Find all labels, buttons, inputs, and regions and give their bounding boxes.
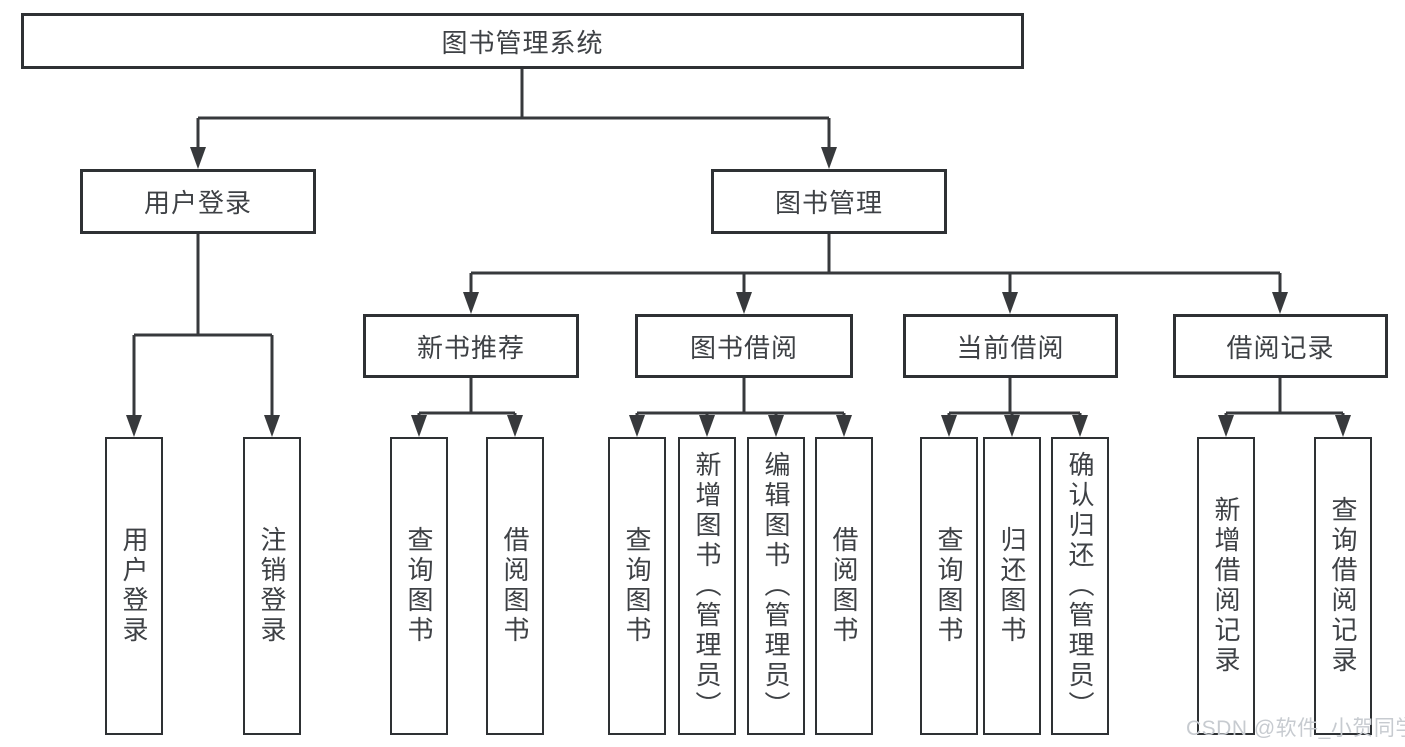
- node-label: 图书管理系统: [441, 27, 604, 58]
- node-new-book-recommendation: 新书推荐: [363, 314, 579, 378]
- leaf-confirm-return-admin: 确认归还（管理员）: [1051, 437, 1109, 735]
- leaf-query-books-recommend: 查询图书: [390, 437, 448, 735]
- node-label: 新增借阅记录: [1211, 496, 1241, 676]
- node-book-borrowing: 图书借阅: [635, 314, 853, 378]
- node-label: 归还图书: [997, 526, 1027, 646]
- leaf-query-borrow-record: 查询借阅记录: [1314, 437, 1372, 735]
- node-label: 图书管理: [774, 188, 883, 218]
- leaf-return-book: 归还图书: [983, 437, 1041, 735]
- node-library-management-system: 图书管理系统: [21, 13, 1024, 69]
- leaf-add-borrow-record: 新增借阅记录: [1197, 437, 1255, 735]
- node-book-management: 图书管理: [711, 169, 947, 234]
- node-borrowing-records: 借阅记录: [1173, 314, 1388, 378]
- node-user-login: 用户登录: [80, 169, 316, 234]
- node-label: 用户登录: [143, 188, 252, 218]
- leaf-logout: 注销登录: [243, 437, 301, 735]
- node-label: 确认归还（管理员）: [1065, 451, 1095, 721]
- node-label: 查询图书: [404, 526, 434, 646]
- node-label: 当前借阅: [956, 332, 1065, 363]
- node-label: 图书借阅: [689, 332, 798, 363]
- leaf-user-login: 用户登录: [105, 437, 163, 735]
- leaf-add-book-admin: 新增图书（管理员）: [678, 437, 736, 735]
- node-current-borrowing: 当前借阅: [903, 314, 1118, 378]
- node-label: 借阅记录: [1226, 332, 1335, 363]
- leaf-query-books-current: 查询图书: [920, 437, 978, 735]
- node-label: 编辑图书（管理员）: [761, 451, 791, 721]
- node-label: 借阅图书: [500, 526, 530, 646]
- node-label: 新增图书（管理员）: [692, 451, 722, 721]
- leaf-borrow-books-recommend: 借阅图书: [486, 437, 544, 735]
- node-label: 用户登录: [119, 526, 149, 646]
- arrowheads: [126, 147, 1351, 437]
- node-label: 注销登录: [257, 526, 287, 646]
- node-label: 借阅图书: [829, 526, 859, 646]
- node-label: 查询图书: [934, 526, 964, 646]
- leaf-edit-book-admin: 编辑图书（管理员）: [747, 437, 805, 735]
- leaf-query-books-borrowing: 查询图书: [608, 437, 666, 735]
- csdn-watermark: CSDN @软件_小贺同学: [1186, 717, 1405, 740]
- node-label: 查询图书: [622, 526, 652, 646]
- node-label: 新书推荐: [416, 332, 525, 363]
- leaf-borrow-books: 借阅图书: [815, 437, 873, 735]
- node-label: 查询借阅记录: [1328, 496, 1358, 676]
